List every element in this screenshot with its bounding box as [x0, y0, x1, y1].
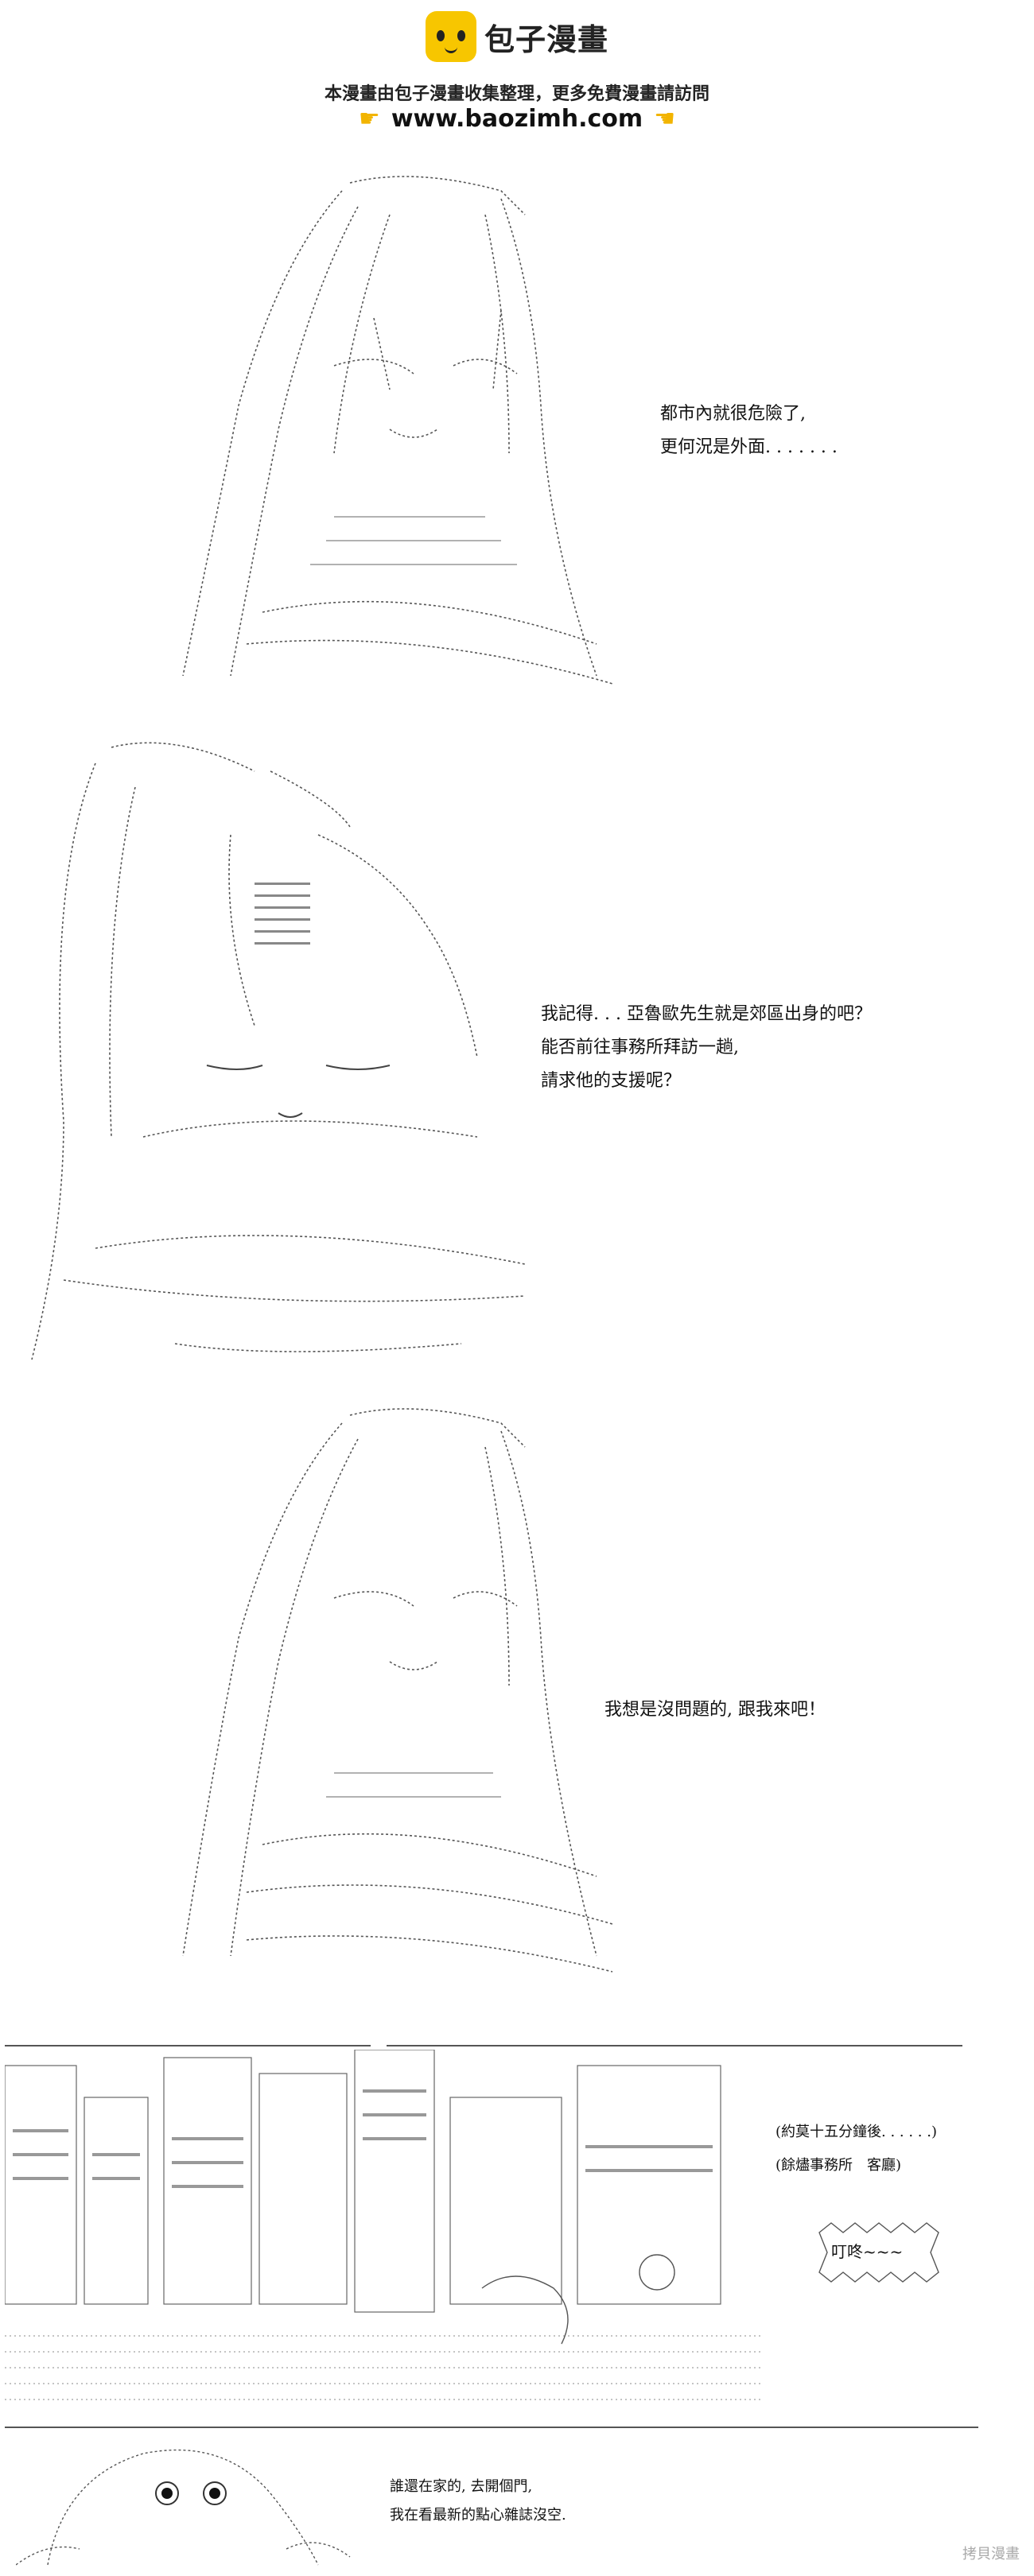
ascii-art-character-eyes-closed [31, 742, 526, 1360]
bun-mascot-icon [425, 11, 476, 62]
panel-2: 我記得. . . 亞魯歐先生就是郊區出身的吧？ 能否前往事務所拜訪一趟, 請求他… [16, 724, 1018, 1383]
doorbell-sfx: 叮咚~~~ [831, 2242, 904, 2261]
ascii-art-character-smiling [182, 1408, 613, 1973]
dialogue-line: 都市內就很危險了, [660, 404, 806, 424]
panel-4-top-border [5, 2045, 371, 2046]
panel-5-top-border [5, 2427, 978, 2428]
place-caption: (餘燼事務所 客廳) [776, 2157, 902, 2174]
dialogue-line: 我記得. . . 亞魯歐先生就是郊區出身的吧？ [541, 1004, 872, 1024]
dialogue-line: 我想是沒問題的, 跟我來吧！ [604, 1700, 826, 1720]
pointing-left-hand-icon: ☚ [654, 105, 676, 133]
tagline: 本漫畫由包子漫畫收集整理，更多免費漫畫請訪問 [324, 84, 709, 104]
panel-4: (約莫十五分鐘後. . . . . .) (餘燼事務所 客廳) 叮咚~~~ 誰還… [0, 2035, 1034, 2576]
dialogue-line: 請求他的支援呢？ [541, 1071, 682, 1091]
panel-1: 都市內就很危險了, 更何況是外面. . . . . . . [151, 167, 947, 708]
dialogue-line: 更何況是外面. . . . . . . [660, 437, 838, 457]
dialogue-line: 誰還在家的, 去開個門, [390, 2478, 533, 2495]
dialogue-line: 我在看最新的點心雜誌沒空. [390, 2507, 566, 2524]
pointing-right-hand-icon: ☛ [358, 105, 380, 133]
site-header: 包子漫畫 本漫畫由包子漫畫收集整理，更多免費漫畫請訪問 ☛ www.baozim… [0, 0, 1034, 143]
site-link-row: ☛ www.baozimh.com ☚ [0, 105, 1034, 133]
dialogue-line: 能否前往事務所拜訪一趟, [541, 1038, 739, 1057]
panel-3: 我想是沒問題的, 跟我來吧！ [127, 1399, 970, 1988]
ascii-art-character [182, 176, 613, 685]
panel-5-dialogue: 誰還在家的, 去開個門, 我在看最新的點心雜誌沒空. [390, 2473, 803, 2530]
panel-3-dialogue: 我想是沒問題的, 跟我來吧！ [604, 1693, 970, 1727]
panel-2-dialogue: 我記得. . . 亞魯歐先生就是郊區出身的吧？ 能否前往事務所拜訪一趟, 請求他… [541, 998, 1018, 1098]
logo-text: 包子漫畫 [484, 21, 608, 57]
panel-4-top-border-right [387, 2045, 962, 2046]
site-url-link[interactable]: www.baozimh.com [391, 105, 643, 133]
round-character-peeking [16, 2449, 351, 2566]
logo[interactable]: 包子漫畫 [0, 11, 1034, 62]
city-buildings-ascii-art [5, 2050, 760, 2400]
watermark: 拷貝漫畫 [962, 2546, 1020, 2562]
sfx-burst-icon [818, 2222, 939, 2283]
time-caption: (約莫十五分鐘後. . . . . .) [776, 2124, 937, 2140]
panel-1-dialogue: 都市內就很危險了, 更何況是外面. . . . . . . [660, 398, 947, 464]
